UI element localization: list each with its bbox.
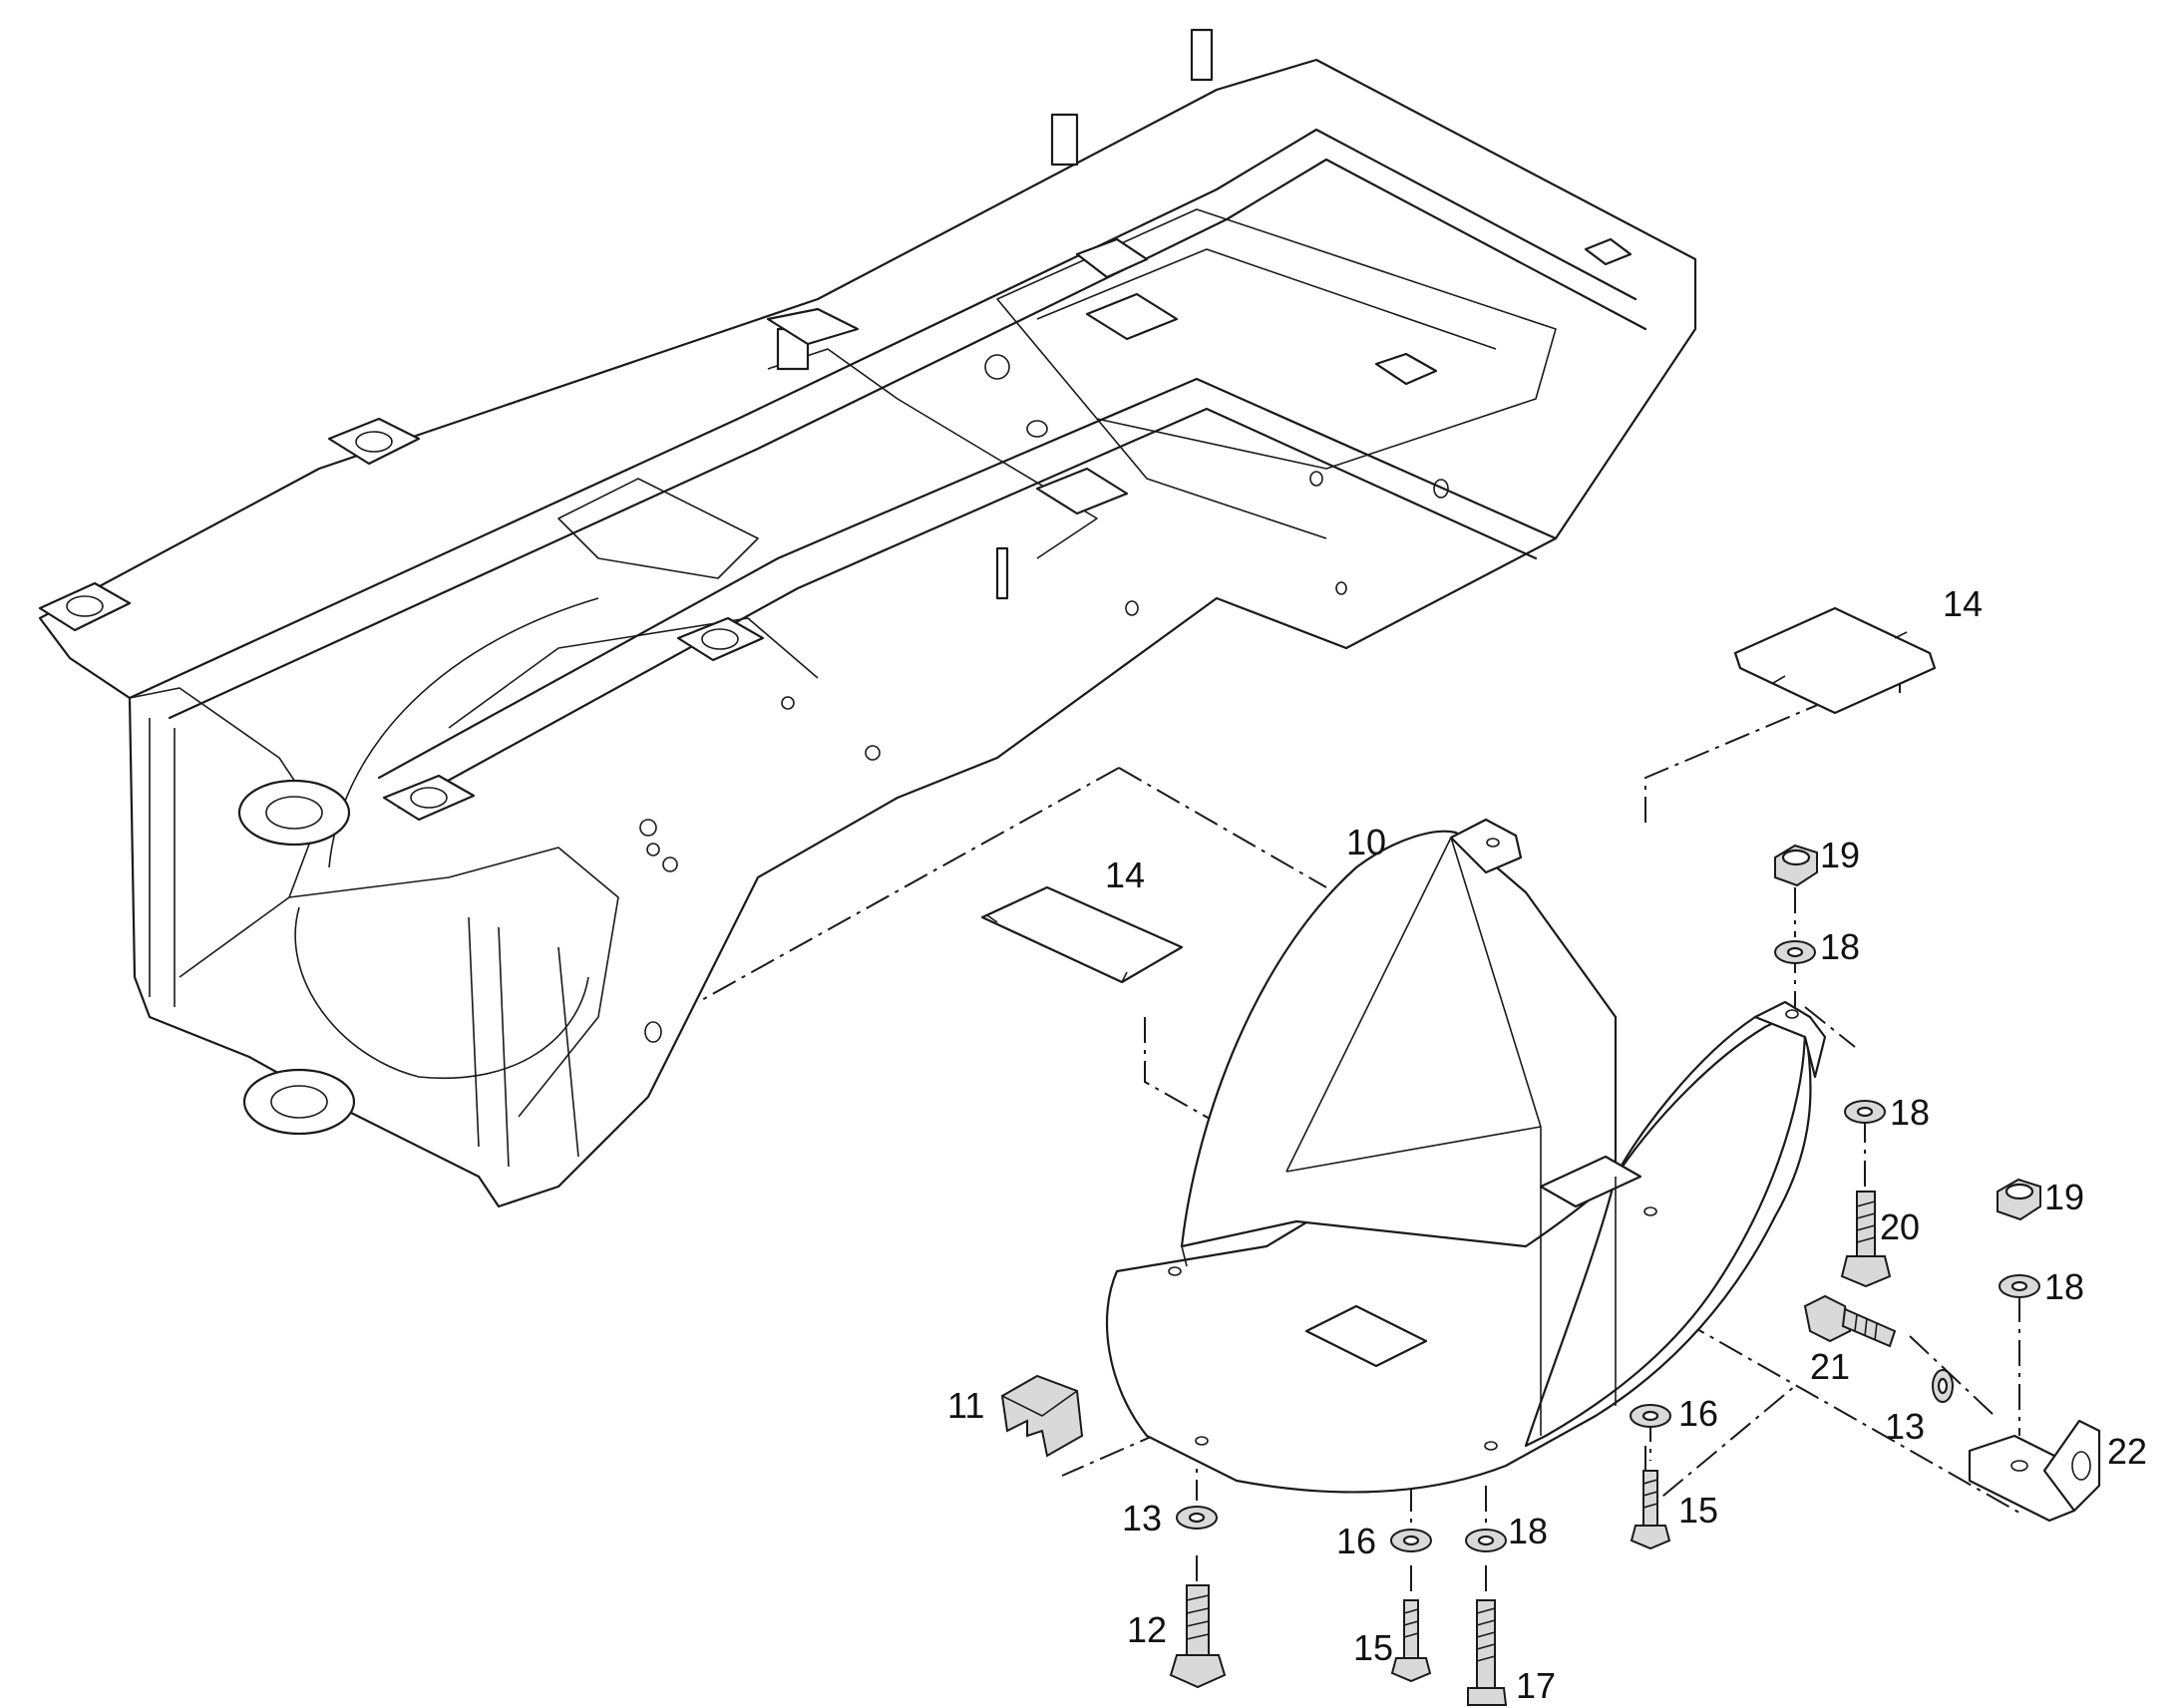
mount-pad — [676, 616, 765, 662]
callout-18: 18 — [2044, 1266, 2084, 1307]
frame-holes — [639, 354, 1449, 1043]
callout-12: 12 — [1127, 1609, 1167, 1650]
guard-shield-part-10 — [1105, 818, 1827, 1494]
callout-15: 15 — [1353, 1627, 1393, 1668]
callout-10: 10 — [1346, 822, 1386, 862]
bracket-part-22 — [1968, 1419, 2101, 1523]
callout-19: 19 — [1820, 835, 1860, 875]
callout-18: 18 — [1890, 1092, 1930, 1133]
callout-14: 14 — [1105, 854, 1145, 895]
washer-part-18 — [1844, 1100, 1886, 1124]
cover-plate-part-14 — [980, 885, 1184, 984]
chassis-frame — [38, 28, 1697, 1208]
washer-part-18 — [1465, 1529, 1507, 1552]
bolt-part-20 — [1840, 1191, 1892, 1288]
callout-11: 11 — [947, 1385, 984, 1426]
callout-21: 21 — [1810, 1346, 1850, 1387]
washer-part-16 — [1390, 1529, 1432, 1552]
cover-plate-part-14 — [1733, 606, 1937, 715]
callout-20: 20 — [1880, 1206, 1920, 1247]
mount-pad — [38, 581, 132, 632]
callout-labels: 10 14 14 19 18 18 20 19 18 21 13 22 16 1… — [947, 583, 2147, 1706]
nut-part-19 — [1997, 1178, 2041, 1221]
callout-14: 14 — [1943, 583, 1983, 624]
bolt-part-17 — [1467, 1599, 1508, 1706]
callout-16: 16 — [1336, 1521, 1376, 1561]
callout-16: 16 — [1678, 1393, 1718, 1434]
mount-pad — [382, 774, 476, 822]
callout-17: 17 — [1516, 1665, 1556, 1706]
bolt-part-15 — [1390, 1599, 1432, 1683]
bolt-part-15 — [1630, 1470, 1671, 1550]
callout-13: 13 — [1122, 1498, 1162, 1538]
washer-part-13 — [1176, 1506, 1218, 1530]
callout-22: 22 — [2107, 1431, 2147, 1472]
callout-18: 18 — [1508, 1511, 1548, 1551]
nut-part-19 — [1774, 844, 1818, 887]
callout-13: 13 — [1885, 1406, 1925, 1447]
callout-15: 15 — [1678, 1490, 1718, 1531]
block-part-11 — [1000, 1374, 1084, 1458]
bolt-part-12 — [1169, 1584, 1227, 1689]
callout-18: 18 — [1820, 926, 1860, 967]
washer-part-16 — [1630, 1404, 1671, 1428]
bolt-part-21 — [1803, 1294, 1897, 1348]
callout-19: 19 — [2044, 1177, 2084, 1217]
flange-ring — [237, 779, 351, 847]
flange-ring — [242, 1068, 356, 1136]
washer-part-13 — [1932, 1369, 1954, 1403]
washer-part-18 — [1774, 940, 1816, 964]
washer-part-18 — [1998, 1274, 2040, 1298]
mount-pad — [327, 417, 421, 466]
